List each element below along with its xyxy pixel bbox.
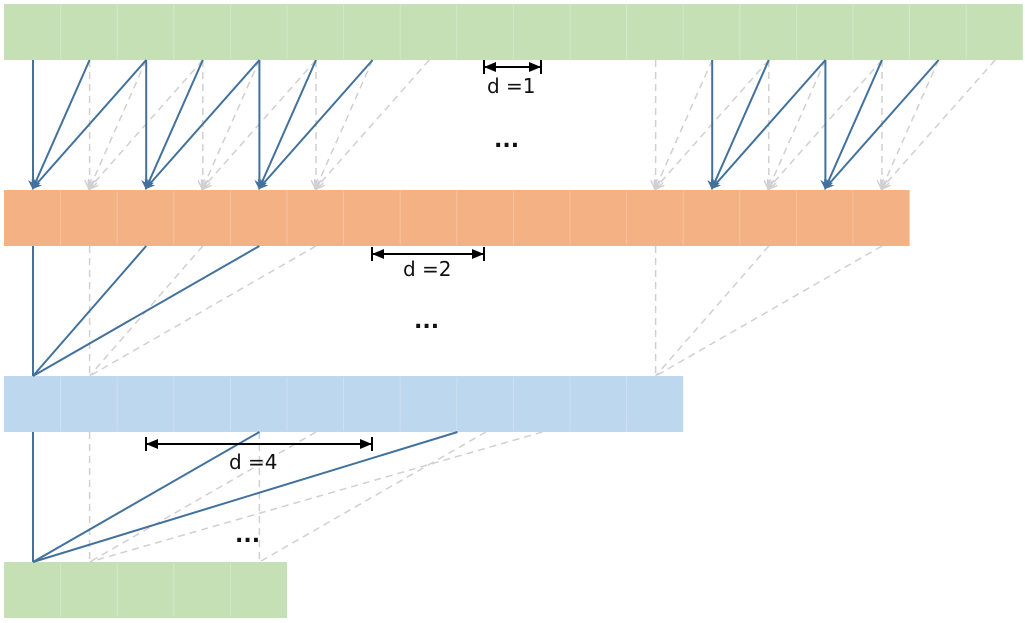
dimension-marker-d2 <box>371 247 485 261</box>
active-connection <box>31 59 91 190</box>
active-connection <box>710 59 770 190</box>
layer-bar <box>4 190 910 246</box>
active-connection <box>144 59 261 190</box>
inactive-connection <box>316 59 430 188</box>
dilation-label-4: d =4 <box>229 450 278 474</box>
inactive-connection <box>89 431 317 563</box>
layer-bar <box>4 562 287 618</box>
active-connection <box>258 59 317 190</box>
inactive-connection <box>656 59 713 188</box>
layer-input <box>4 4 1023 60</box>
active-connection <box>144 59 204 190</box>
layer-bar <box>4 376 684 432</box>
active-connection <box>32 245 147 377</box>
layer-bar <box>4 4 1023 60</box>
ellipsis-1: ... <box>494 128 519 153</box>
inactive-connection <box>655 245 770 377</box>
active-connection <box>32 245 260 377</box>
active-connection <box>31 59 147 190</box>
inactive-connection <box>882 59 940 188</box>
active-connection <box>32 431 260 563</box>
inactive-connection <box>259 431 487 563</box>
inactive-connection <box>89 245 317 377</box>
active-connection <box>32 431 458 563</box>
inactive-connections <box>89 59 996 563</box>
dimension-marker-d1 <box>483 60 542 74</box>
inactive-connection <box>316 59 374 188</box>
inactive-connection <box>90 59 147 188</box>
active-connection <box>824 59 883 190</box>
layer-hidden-1 <box>4 190 910 246</box>
layer-output <box>4 562 287 618</box>
active-connections <box>28 59 940 563</box>
dilation-label-2: d =2 <box>403 257 452 281</box>
inactive-connection <box>882 59 996 188</box>
layers <box>4 4 1023 618</box>
layer-hidden-2 <box>4 376 684 432</box>
active-connection <box>258 59 374 190</box>
dilation-markers: d =1 d =2 d =4 ... ... ... <box>145 60 542 548</box>
dimension-marker-d4 <box>145 437 373 451</box>
inactive-connection <box>655 245 883 377</box>
inactive-connection <box>203 59 261 188</box>
active-connection <box>710 59 827 190</box>
dilation-label-1: d =1 <box>487 74 536 98</box>
inactive-connection <box>89 431 543 563</box>
inactive-connection <box>769 59 827 188</box>
active-connection <box>824 59 940 190</box>
ellipsis-3: ... <box>235 523 260 548</box>
ellipsis-2: ... <box>414 309 439 334</box>
